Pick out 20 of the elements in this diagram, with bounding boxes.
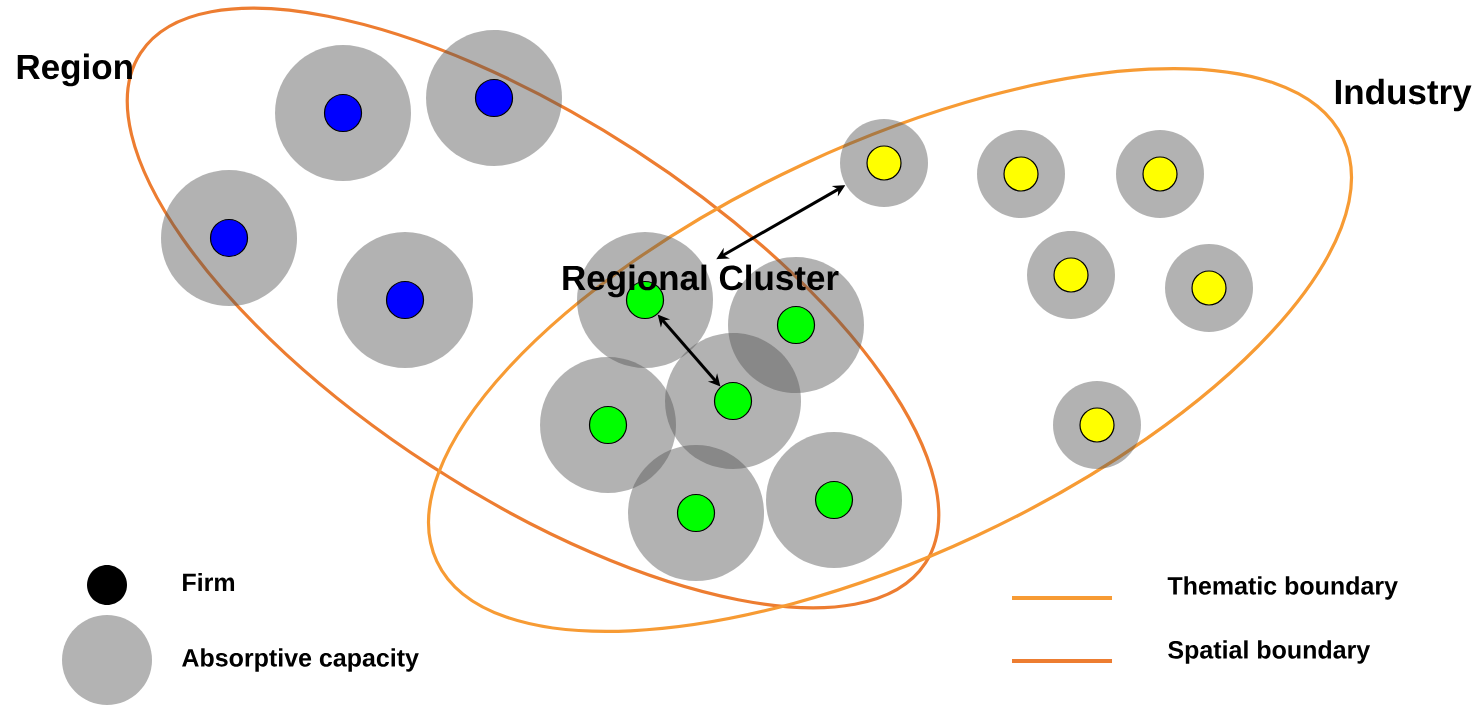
heading: Region [17,53,132,87]
firm-drawing [275,45,411,181]
firm-drawing [977,130,1065,218]
legend-text: Absorptive capacity [182,648,419,672]
legend-text: Spatial boundary [1168,640,1371,664]
firm-drawing [1053,381,1141,469]
firm-drawing [766,432,902,568]
firm-drawing [1165,244,1253,332]
firm-drawing [840,119,928,207]
heading: Industry [1335,78,1472,112]
firm-drawing [628,445,764,581]
firm-drawing [1027,231,1115,319]
firm-drawing [161,170,297,306]
firm-drawing [665,333,801,469]
firm-drawing [540,357,676,493]
firm-drawing [1116,130,1204,218]
legend-text: Firm [183,572,235,592]
legend-text: Thematic boundary [1167,576,1398,600]
firm-drawing [337,232,473,368]
firm-drawing [426,30,562,166]
